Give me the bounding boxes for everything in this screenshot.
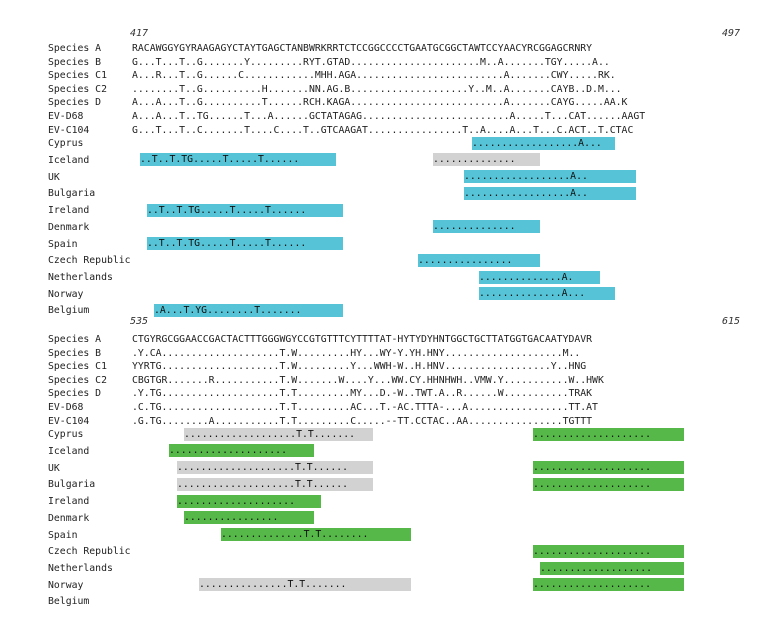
sequence-row: EV-C104 G...T...T..C.......T....C....T..G… — [48, 124, 784, 138]
country-label: Spain — [48, 238, 78, 250]
sequence-label: EV-C104 — [48, 415, 90, 427]
country-label: Cyprus — [48, 429, 84, 441]
variant-highlight-bar: ..................A.. — [464, 186, 636, 200]
sequence-label: Species B — [48, 347, 102, 359]
sequence-row: Species B .Y.CA....................T.W...… — [48, 347, 784, 361]
variant-highlight-bar: ................ — [184, 511, 314, 525]
country-label: Iceland — [48, 154, 90, 166]
variant-highlight-bar: ................... — [540, 561, 684, 575]
country-label: Ireland — [48, 496, 90, 508]
country-label: Czech Republic — [48, 546, 131, 558]
country-label: Denmark — [48, 221, 90, 233]
variant-highlight-bar: .................... — [533, 461, 684, 475]
country-label: Iceland — [48, 445, 90, 457]
sequence-label: Species D — [48, 97, 102, 109]
sequence-row: Species D A...A...T..G..........T......RC… — [48, 96, 784, 110]
country-label: Norway — [48, 579, 84, 591]
variant-highlight-bar: ..............T.T........ — [221, 528, 411, 542]
sequence-string: .C.TG....................T.T.........AC.… — [132, 402, 598, 413]
sequence-string: G...T...T..C.......T....C....T..GTCAAGAT… — [132, 124, 634, 136]
sequence-label: Species C2 — [48, 374, 107, 386]
variant-highlight-bar: ....................T.T...... — [177, 477, 373, 491]
variant-highlight-bar: ................ — [418, 253, 540, 267]
variant-highlight-bar: .................... — [533, 544, 684, 558]
block1-end-position: 497 — [722, 28, 741, 39]
sequence-string: A...A...T..G..........T......RCH.KAGA...… — [132, 97, 628, 109]
country-label: Cyprus — [48, 138, 84, 150]
sequence-string: G...T...T..G.......Y.........RYT.GTAD...… — [132, 56, 610, 68]
sequence-string: .Y.CA....................T.W.........HY.… — [132, 347, 581, 359]
sequence-row: Species B G...T...T..G.......Y.........RY… — [48, 56, 784, 70]
sequence-row: Species C1 YYRTG....................T.W..… — [48, 360, 784, 374]
sequence-string: CTGYRGCGGAACCGACTACTTTGGGWGYCCGTGTTTCYTT… — [132, 334, 593, 345]
sequence-label: EV-D68 — [48, 402, 84, 413]
variant-highlight-bar: .............. — [433, 220, 540, 234]
variant-highlight-bar: .A...T.YG........T....... — [154, 303, 343, 317]
sequence-row: Species C1 A...R...T..G......C...........… — [48, 69, 784, 83]
sequence-row: EV-C104 .G.TG........A...........T.T.....… — [48, 415, 784, 429]
variant-highlight-bar: ..T..T.TG.....T.....T...... — [147, 203, 343, 217]
country-label: Belgium — [48, 596, 90, 608]
sequence-label: Species A — [48, 43, 102, 54]
sequence-label: Species C1 — [48, 361, 107, 373]
block2-start-position: 535 — [130, 316, 149, 327]
sequence-string: .Y.TG....................T.T.........MY.… — [132, 388, 593, 400]
country-label: Bulgaria — [48, 188, 96, 200]
sequence-row: Species A CTGYRGCGGAACCGACTACTTTGGGWGYCCG… — [48, 333, 784, 347]
sequence-row: EV-D68 .C.TG....................T.T......… — [48, 401, 784, 415]
sequence-label: EV-C104 — [48, 124, 90, 136]
sequence-string: A...R...T..G......C............MHH.AGA..… — [132, 70, 616, 82]
sequence-string: RACAWGGYGYRAAGAGYCTAYTGAGCTANBWRKRRTCTCC… — [132, 43, 593, 54]
sequence-label: EV-D68 — [48, 111, 84, 122]
sequence-string: YYRTG....................T.W.........Y..… — [132, 361, 587, 373]
variant-highlight-bar: ..T..T.TG.....T.....T...... — [147, 237, 343, 251]
sequence-label: Species A — [48, 334, 102, 345]
variant-highlight-bar: ....................T.T...... — [177, 461, 373, 475]
sequence-string: ........T..G..........H.......NN.AG.B...… — [132, 83, 622, 95]
variant-highlight-bar: ...................T.T....... — [184, 427, 373, 441]
variant-highlight-bar: ..............A... — [479, 287, 615, 301]
variant-highlight-bar: ..................A.. — [464, 170, 636, 184]
sequence-string: .G.TG........A...........T.T.........C..… — [132, 415, 593, 427]
sequence-row: EV-D68 A...A...T..TG......T...A......GCTA… — [48, 110, 784, 124]
sequence-label: Species B — [48, 56, 102, 68]
country-label: Denmark — [48, 512, 90, 524]
country-label: Czech Republic — [48, 255, 131, 267]
variant-highlight-bar: .................... — [533, 477, 684, 491]
country-label: Bulgaria — [48, 479, 96, 491]
sequence-row: Species D .Y.TG....................T.T...… — [48, 387, 784, 401]
variant-highlight-bar: ..T..T.TG.....T.....T...... — [140, 153, 336, 167]
variant-highlight-bar: ..............A. — [479, 270, 600, 284]
variant-highlight-bar: .................... — [177, 494, 321, 508]
country-label: Ireland — [48, 205, 90, 217]
block1-start-position: 417 — [130, 28, 149, 39]
country-label: Netherlands — [48, 563, 113, 575]
sequence-row: Species C2 CBGTGR.......R...........T.W..… — [48, 374, 784, 388]
country-label: Netherlands — [48, 272, 113, 284]
sequence-row: Species A RACAWGGYGYRAAGAGYCTAYTGAGCTANBW… — [48, 42, 784, 56]
country-label: Norway — [48, 288, 84, 300]
sequence-row: Species C2 ........T..G..........H.......… — [48, 83, 784, 97]
country-label: UK — [48, 171, 60, 183]
sequence-label: Species D — [48, 388, 102, 400]
country-label: Belgium — [48, 305, 90, 317]
variant-highlight-bar: ..................A... — [472, 136, 615, 150]
block2-end-position: 615 — [722, 316, 741, 327]
variant-highlight-bar: .............. — [433, 153, 540, 167]
variant-highlight-bar: .................... — [533, 578, 684, 592]
sequence-string: CBGTGR.......R...........T.W.......W....… — [132, 374, 604, 386]
sequence-label: Species C1 — [48, 70, 107, 82]
variant-highlight-bar: ...............T.T....... — [199, 578, 411, 592]
variant-highlight-bar: .................... — [533, 427, 684, 441]
country-label: Spain — [48, 529, 78, 541]
sequence-string: A...A...T..TG......T...A......GCTATAGAG.… — [132, 111, 646, 122]
variant-highlight-bar: .................... — [169, 444, 314, 458]
country-label: UK — [48, 462, 60, 474]
sequence-label: Species C2 — [48, 83, 107, 95]
